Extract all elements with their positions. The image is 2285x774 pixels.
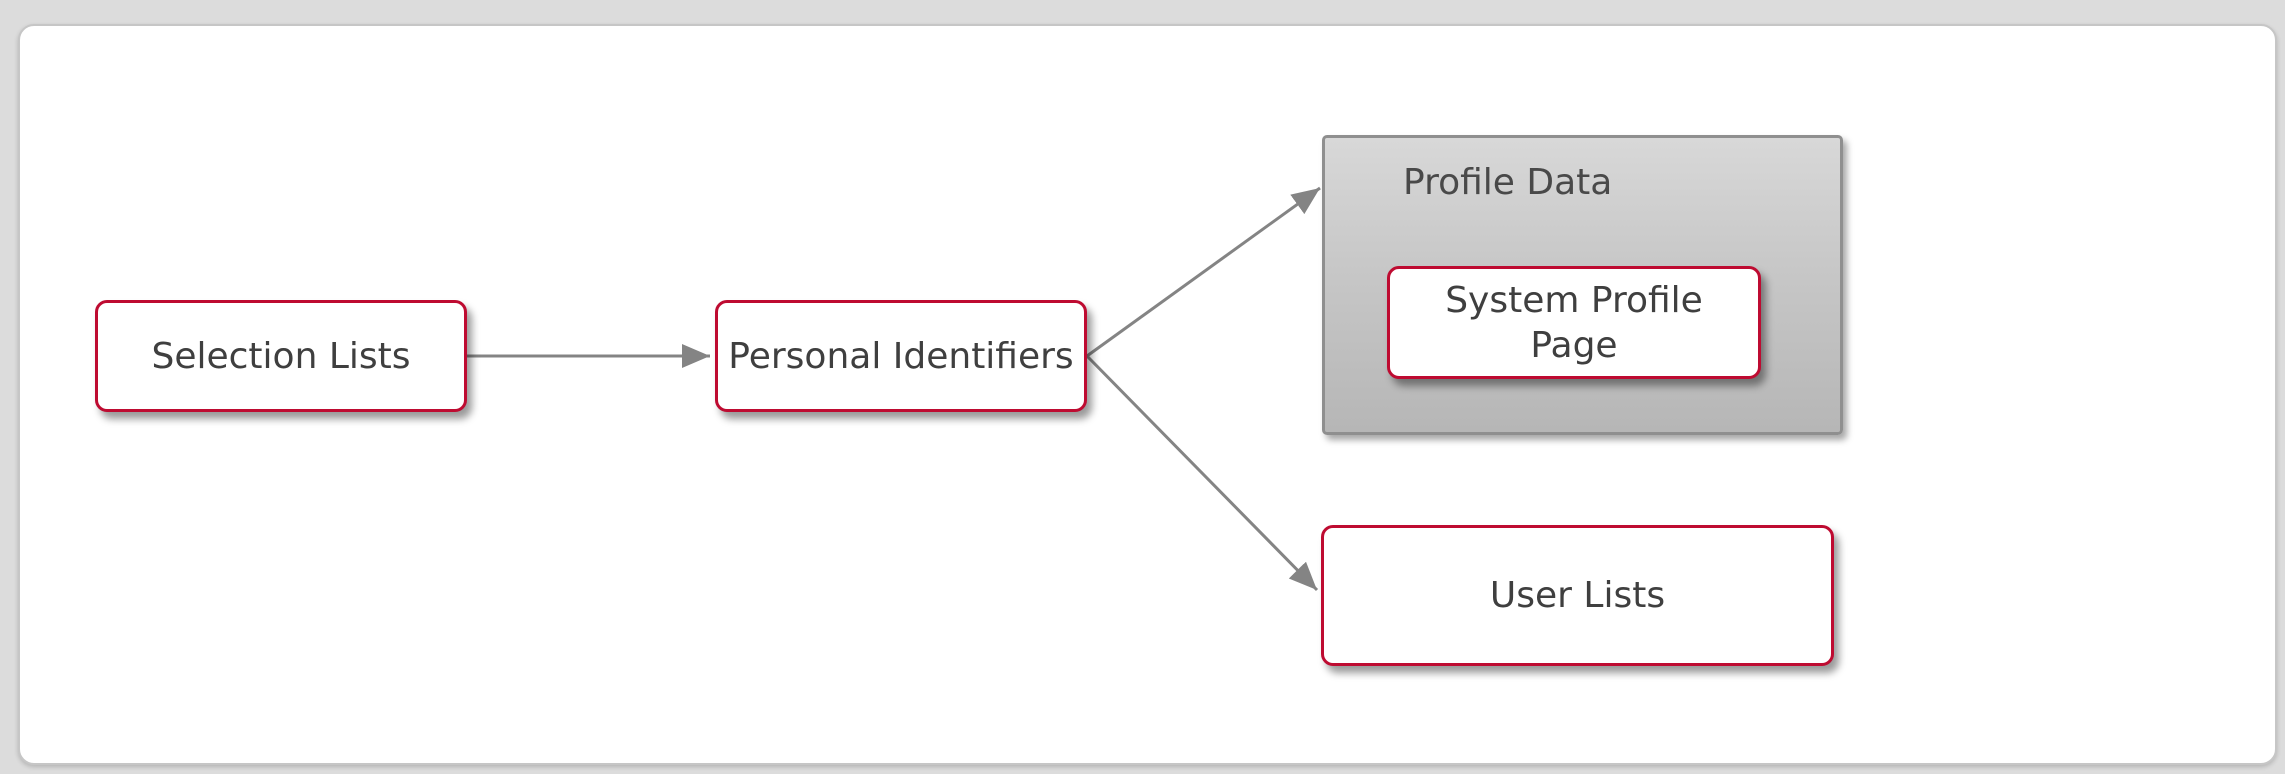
selection-lists-label: Selection Lists [151,335,411,377]
edge-personal-identifiers-to-profile-data [1086,186,1321,358]
personal-identifiers-label: Personal Identifiers [728,335,1074,377]
node-personal-identifiers: Personal Identifiers [715,300,1087,412]
user-lists-label: User Lists [1489,575,1666,616]
node-user-lists: User Lists [1321,525,1834,666]
diagram-canvas: Profile Data Selection Lists Personal Id… [18,24,2277,765]
node-selection-lists: Selection Lists [95,300,467,412]
profile-data-title: Profile Data [1403,162,1613,203]
edge-personal-identifiers-to-user-lists [1085,354,1319,592]
system-profile-page-label: System Profile Page [1445,279,1703,366]
node-system-profile-page: System Profile Page [1387,266,1761,379]
